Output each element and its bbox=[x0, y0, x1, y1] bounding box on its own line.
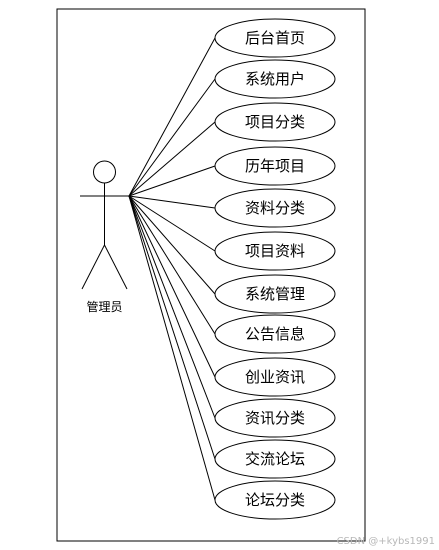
use-case-label: 创业资讯 bbox=[245, 368, 305, 386]
use-case-ellipse bbox=[214, 59, 336, 99]
actor-right-leg bbox=[104, 244, 128, 290]
use-case-ellipse bbox=[214, 439, 336, 479]
use-case: 历年项目 bbox=[214, 146, 336, 186]
use-case: 公告信息 bbox=[214, 314, 336, 354]
use-case-ellipse bbox=[214, 146, 336, 186]
use-case-label: 系统用户 bbox=[245, 70, 305, 88]
actor: 管理员 bbox=[80, 160, 129, 314]
association-line bbox=[128, 195, 216, 252]
use-case-ellipse bbox=[214, 274, 336, 314]
use-case-ellipse bbox=[214, 231, 336, 271]
use-case: 系统用户 bbox=[214, 59, 336, 99]
actor-label: 管理员 bbox=[86, 299, 122, 314]
actor-left-leg bbox=[81, 244, 105, 290]
use-case-label: 交流论坛 bbox=[245, 450, 305, 468]
association-line bbox=[128, 195, 216, 295]
associations bbox=[128, 37, 216, 501]
use-case-ellipse bbox=[214, 398, 336, 438]
use-case-ellipse bbox=[214, 357, 336, 397]
use-case: 资料分类 bbox=[214, 188, 336, 228]
use-case: 资讯分类 bbox=[214, 398, 336, 438]
use-case-label: 公告信息 bbox=[245, 325, 305, 343]
use-case-ellipse bbox=[214, 480, 336, 520]
use-case-label: 后台首页 bbox=[245, 29, 305, 47]
association-line bbox=[128, 195, 216, 419]
use-case-label: 论坛分类 bbox=[245, 491, 305, 509]
actor-head bbox=[93, 160, 116, 184]
association-line bbox=[128, 37, 216, 197]
association-line bbox=[128, 121, 216, 197]
watermark: CSDN @+kybs1991 bbox=[336, 536, 435, 547]
use-case: 交流论坛 bbox=[214, 439, 336, 479]
use-case: 项目资料 bbox=[214, 231, 336, 271]
use-case-label: 项目分类 bbox=[245, 113, 305, 131]
association-line bbox=[128, 195, 216, 335]
use-case-label: 项目资料 bbox=[245, 242, 305, 260]
association-line bbox=[128, 78, 216, 197]
association-line bbox=[128, 195, 216, 209]
use-case: 论坛分类 bbox=[214, 480, 336, 520]
use-case-ellipse bbox=[214, 102, 336, 142]
use-case: 系统管理 bbox=[214, 274, 336, 314]
system-boundary bbox=[56, 8, 366, 542]
use-case-ellipse bbox=[214, 18, 336, 58]
use-case-label: 资讯分类 bbox=[245, 409, 305, 427]
association-line bbox=[128, 195, 216, 378]
association-line bbox=[128, 165, 216, 197]
use-case-ellipse bbox=[214, 188, 336, 228]
use-case: 后台首页 bbox=[214, 18, 336, 58]
use-case-ellipse bbox=[214, 314, 336, 354]
use-case: 项目分类 bbox=[214, 102, 336, 142]
use-case-label: 资料分类 bbox=[245, 199, 305, 217]
use-case-label: 历年项目 bbox=[245, 157, 305, 175]
association-line bbox=[128, 195, 216, 460]
association-line bbox=[128, 195, 216, 501]
use-cases: 后台首页系统用户项目分类历年项目资料分类项目资料系统管理公告信息创业资讯资讯分类… bbox=[214, 18, 336, 520]
use-case-label: 系统管理 bbox=[245, 285, 305, 303]
use-case: 创业资讯 bbox=[214, 357, 336, 397]
